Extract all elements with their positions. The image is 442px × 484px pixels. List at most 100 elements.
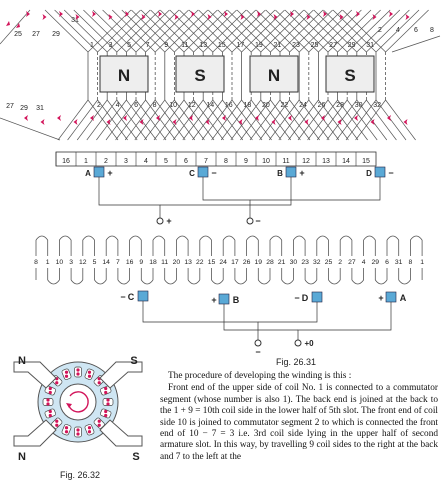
slot-conductor [104,386,108,391]
front-connection [201,99,233,141]
back-connection [298,9,343,53]
front-connection [316,99,348,141]
dev-brush-label: D [302,293,309,303]
back-connection [260,9,305,53]
arrow [40,119,45,125]
back-connection [327,9,372,53]
arrow [90,115,94,121]
arrow [224,11,228,17]
front-connection [172,99,204,141]
armature-slot [100,385,112,396]
pole-label: S [344,66,355,85]
pole-label: N [268,66,280,85]
segment-number: 3 [124,158,128,165]
back-connection [303,9,348,53]
arrow [271,119,276,125]
upper-slot-number: 27 [329,42,337,49]
segment-number: 9 [244,158,248,165]
lower-slot-number: 2 [97,102,101,109]
back-connection [121,9,166,53]
back-connection [342,9,386,53]
dev-brush-label: A [400,293,407,303]
back-connection [308,9,353,53]
sequence-number: 29 [372,259,380,266]
edge-line [391,35,441,53]
left-lower-number: 29 [20,105,28,112]
lower-slot-number: 14 [206,102,214,109]
back-connection [63,9,108,53]
top-number: 25 [14,31,22,38]
sequence-number: 30 [290,259,298,266]
back-connection [135,9,180,53]
arrow [405,14,410,20]
segment-number: 1 [84,158,88,165]
front-connection [268,99,300,141]
slot-conductor [104,409,108,414]
upper-slot-number: 19 [255,42,263,49]
top-number: 8 [430,27,434,34]
dev-brush-sign: − [294,293,299,303]
current-arrows [6,11,410,125]
slot-conductor [97,419,101,423]
brush-label: A [85,169,91,178]
terminal-plus [156,217,164,225]
sequence-number: 16 [126,259,134,266]
arrow [189,115,193,121]
upper-slot-number: 15 [218,42,226,49]
ring-pole-shoe [99,419,143,447]
terminals: +− [98,177,381,226]
arrow [240,14,245,20]
developed-brushes: C−B+D−A+ [120,290,407,318]
back-connection [116,9,161,53]
armature-slot [84,368,95,380]
developed-loop [199,235,212,241]
sequence-number: 1 [420,259,424,266]
sequence-number: 3 [69,259,73,266]
arrow [372,14,377,20]
arrow [141,14,146,20]
developed-loop [234,279,247,285]
slot-conductor [97,423,101,427]
segment-number: 2 [104,158,108,165]
sequence-number: 4 [362,259,366,266]
segment-number: 16 [62,158,70,165]
lower-slot-number: 32 [373,102,381,109]
developed-loop [140,279,154,285]
armature-slot [100,408,112,419]
back-connection [270,9,314,53]
arrow [255,115,259,121]
developed-loop [316,235,329,241]
back-connection [323,9,367,53]
brushes: A+C−B+D− [85,166,394,178]
front-connection [67,99,98,141]
back-connection [318,9,362,53]
developed-terminals: +0− [142,318,392,357]
brush-label: D [366,169,372,178]
developed-loop [94,279,107,285]
dev-brush-label: B [233,295,240,305]
sequence-number: 9 [139,259,143,266]
developed-loop [59,235,72,241]
segment-number: 11 [282,158,289,165]
left-lower-number: 27 [6,103,14,110]
front-connection [57,99,89,141]
front-connection [240,99,271,141]
back-connection [159,9,204,53]
developed-loop [129,235,142,241]
armature-slot [61,424,72,436]
upper-slot-number: 25 [311,42,319,49]
back-connection [366,9,410,53]
sequence-number: 7 [116,259,120,266]
developed-loop [246,235,259,241]
front-connection [76,99,108,141]
terminal-minus-sign: − [255,216,260,226]
back-connection [356,9,401,53]
dev-terminal-minus [254,339,262,347]
sequence-number: 18 [149,259,157,266]
slot-conductor [87,430,92,434]
front-connection [288,99,319,141]
slot-conductor [76,372,80,376]
lower-slot-number: 6 [134,102,138,109]
